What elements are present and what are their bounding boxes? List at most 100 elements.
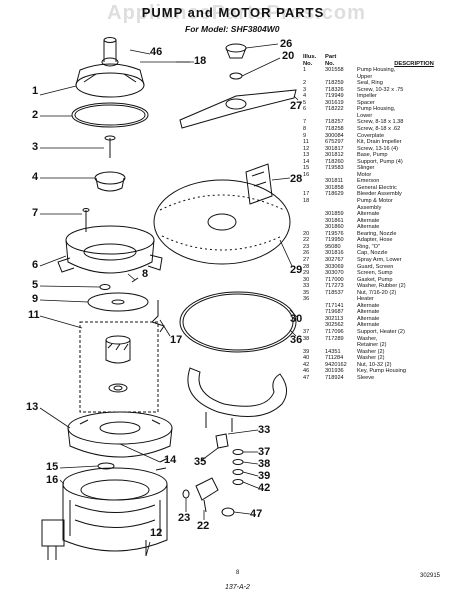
part-description: Base, Pump [357,152,388,159]
part-description: Emerson [357,178,380,185]
part-number: 301558 [325,67,344,74]
pump-gasket-drawing [179,291,297,353]
guard-screen-drawing [245,163,273,205]
part-number: 302562 [325,322,344,329]
part-description: Washer (2) [357,355,385,362]
pump-base-drawing [67,411,173,458]
part-description: Ring, "O" [357,243,380,250]
part-number: 302113 [325,315,344,322]
part-description: Screw, 10-32 x .75 [357,86,404,93]
part-number: 301816 [325,250,344,257]
part-number: 717273 [325,283,344,290]
part-number: 301859 [325,211,344,218]
part-number: 718537 [325,289,344,296]
part-number: 718924 [325,374,344,381]
part-number: 301812 [325,152,344,159]
part-description: Nut, 7/16-20 (2) [357,289,397,296]
callout-23: 23 [178,512,191,524]
part-number: 718259 [325,80,344,87]
parts-list-row: Retainer (2) [303,342,471,349]
callout-4: 4 [32,171,39,183]
part-number: 718258 [325,126,344,133]
callout-29: 29 [290,264,303,276]
part-number: 718326 [325,86,344,93]
part-description: Washer, Rubber (2) [357,283,406,290]
part-number: 301619 [325,99,344,106]
callout-27: 27 [290,100,303,112]
callout-35: 35 [194,456,207,468]
leader-lines [39,43,299,557]
part-description: General Electric [357,184,397,191]
illus-number: 47 [303,374,310,381]
illus-number: 8 [303,126,307,133]
part-description: Alternate [357,322,380,329]
illus-number: 20 [303,230,310,237]
callout-47: 47 [250,508,263,520]
pump-housing-lower-drawing [57,225,163,274]
callout-12: 12 [150,527,163,539]
illus-number: 37 [303,328,310,335]
part-number: 301860 [325,224,344,231]
part-description: Washer (2) [357,348,385,355]
illus-number: 2 [303,80,307,87]
parts-list-header: Illus. No. Part No. DESCRIPTION [303,54,471,67]
illus-number: 23 [303,243,310,250]
part-number: 301811 [325,178,344,185]
part-description: Retainer (2) [357,342,387,349]
part-number: 719583 [325,165,344,172]
callout-46: 46 [150,46,163,58]
part-description: Alternate [357,309,380,316]
part-number: 303069 [325,263,344,270]
part-number: 718222 [325,106,344,113]
part-number: 719687 [325,309,344,316]
callout-8: 8 [142,268,149,280]
part-number: 14351 [325,348,341,355]
part-number: 717000 [325,276,344,283]
part-description: Pump Housing, [357,106,396,113]
part-description: Bleeder Assembly [357,191,402,198]
part-description: Slinger [357,165,375,172]
callout-2: 2 [32,109,39,121]
illus-number: 26 [303,250,310,257]
illus-number: 16 [303,171,310,178]
parts-list-row: 301811 Emerson [303,178,471,185]
part-description: Guard, Screen [357,263,394,270]
part-description: Screw, 13-16 (4) [357,145,399,152]
part-number: 719950 [325,237,344,244]
callout-14: 14 [164,454,177,466]
illus-number: 4 [303,93,307,100]
part-description: Screen, Sump [357,270,393,277]
part-description: Nut, 10-32 (2) [357,361,392,368]
part-description: Cap, Nozzle [357,250,388,257]
part-description: Washer, [357,335,378,342]
part-number: 718260 [325,158,344,165]
callout-18: 18 [194,55,207,67]
motor-drawing [41,467,168,560]
parts-list-row: Upper [303,74,471,81]
part-description: Key, Pump Housing [357,368,407,375]
callout-39: 39 [258,470,271,482]
callout-17: 17 [170,334,183,346]
part-description: Impeller [357,93,377,100]
nozzle-cap-drawing [225,43,247,53]
parts-list-row: 719687 Alternate [303,309,471,316]
